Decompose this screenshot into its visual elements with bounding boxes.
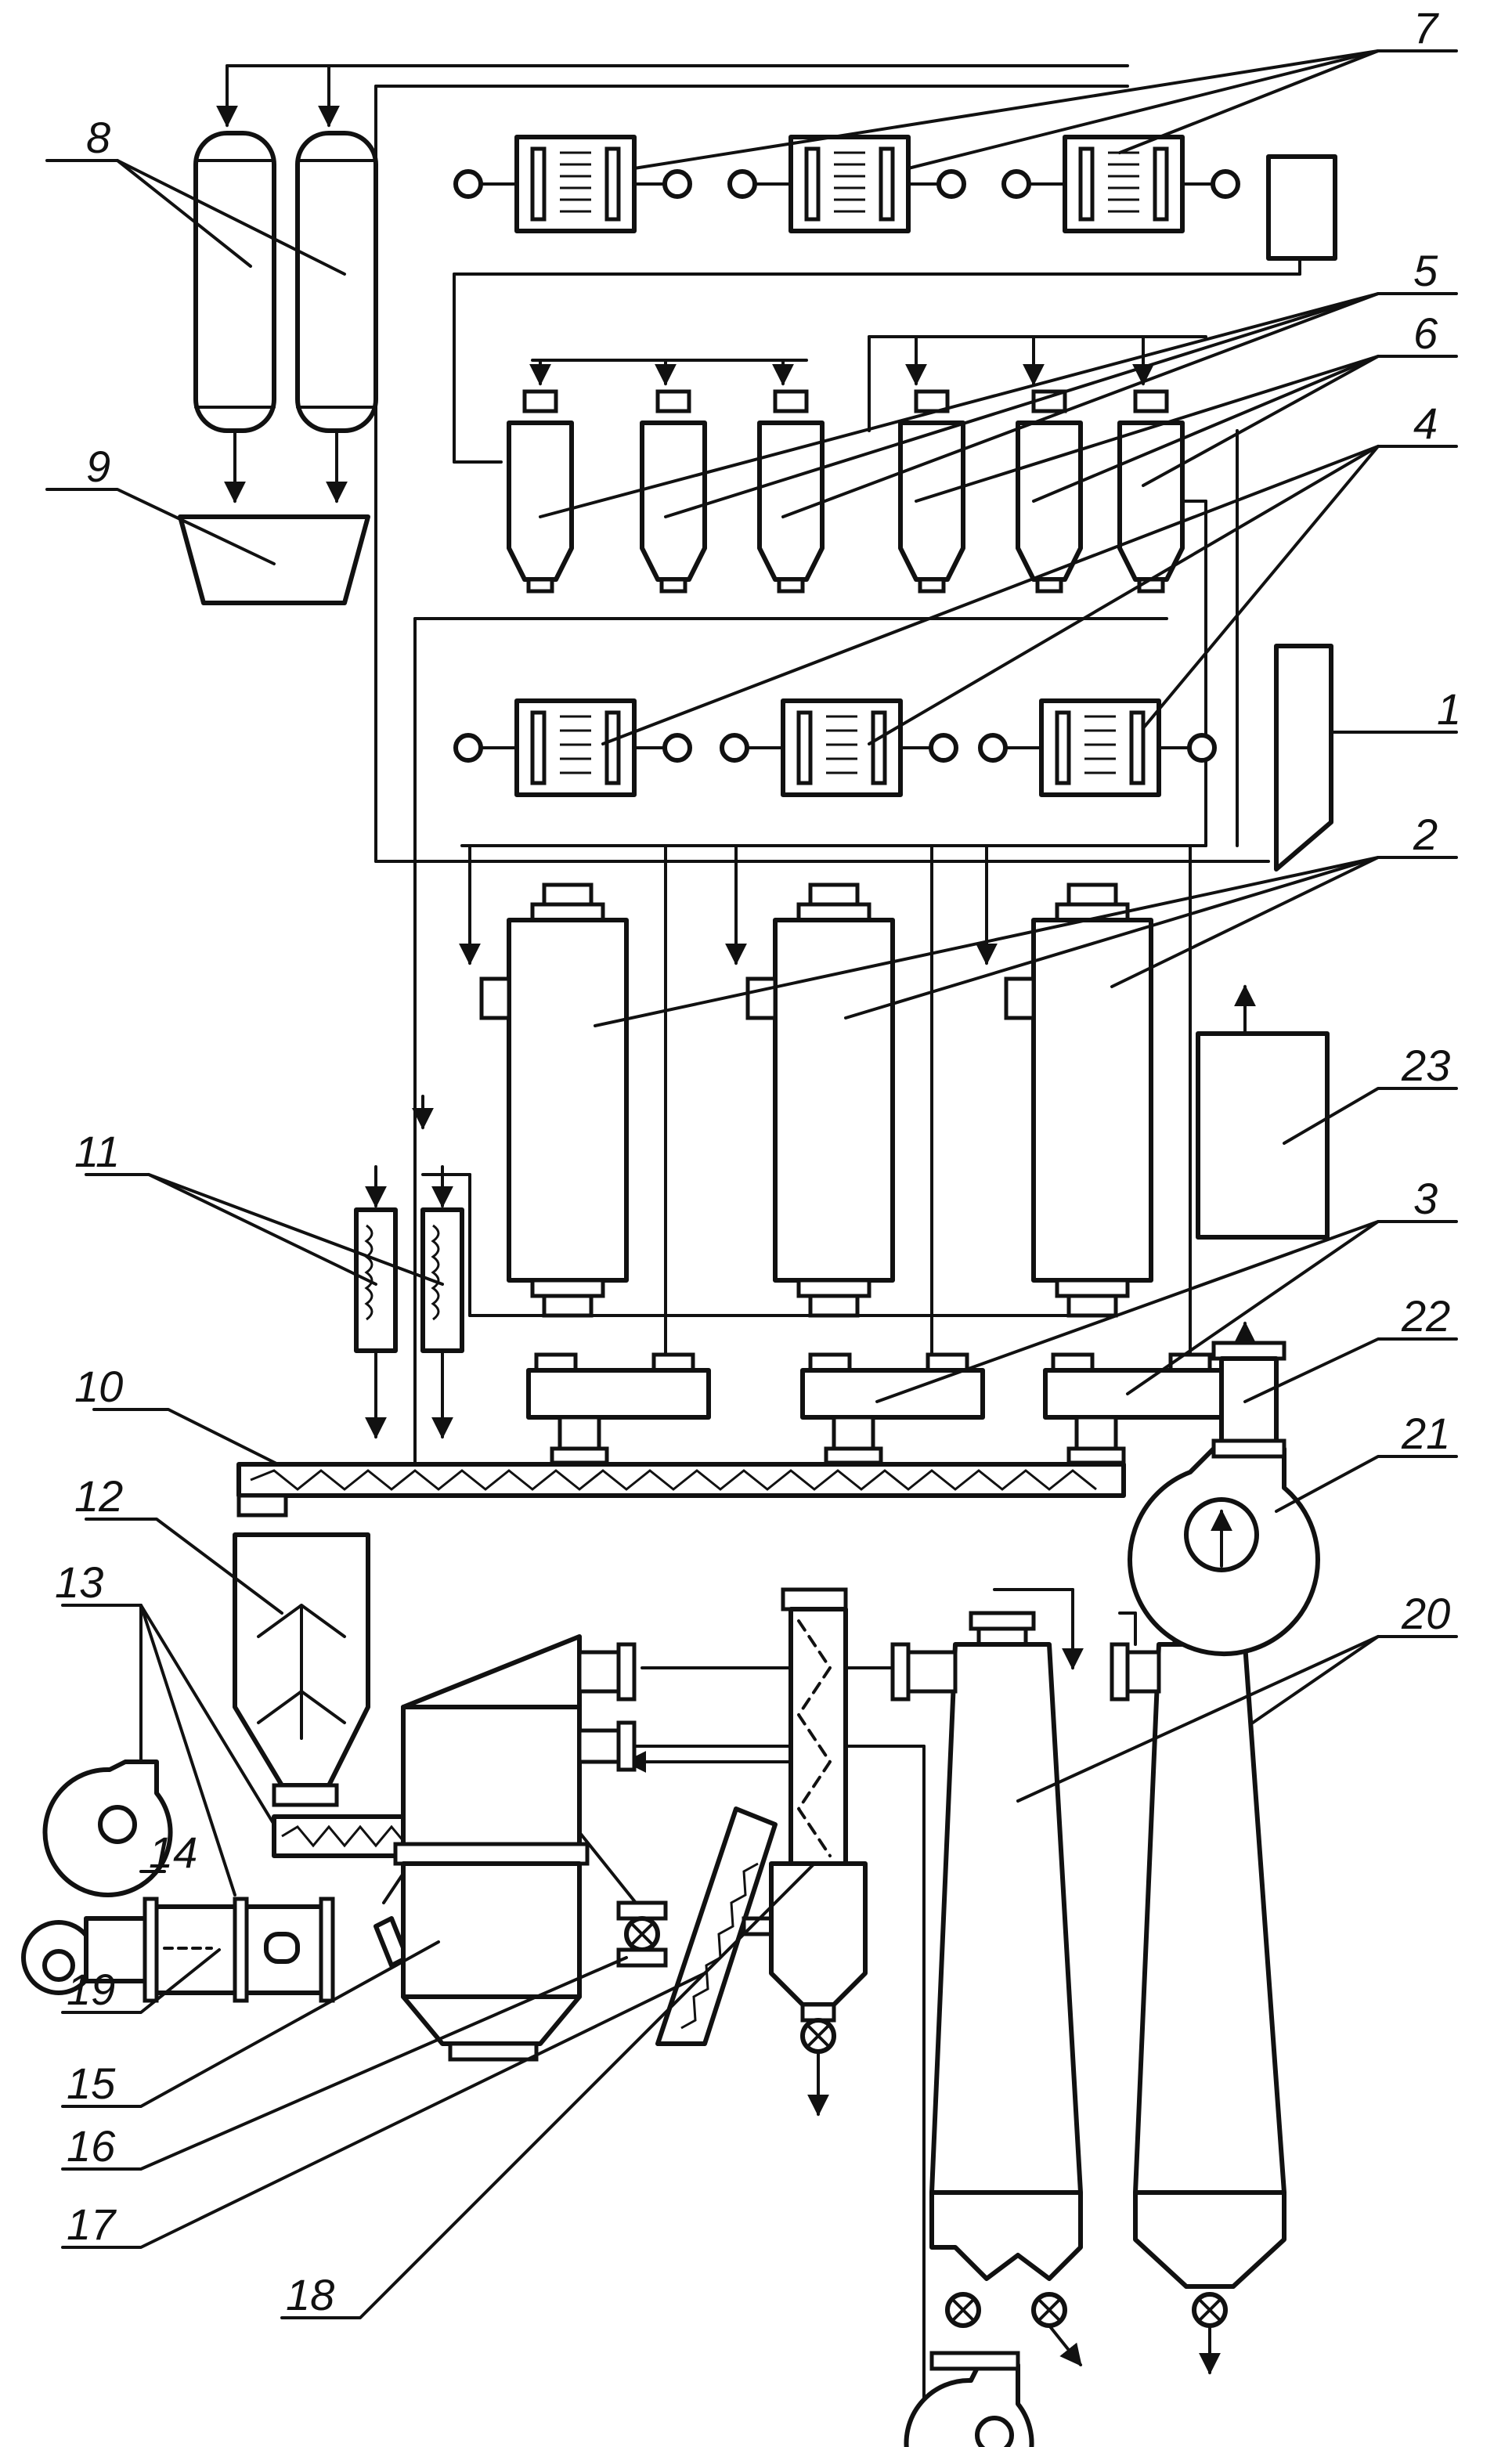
label-18: 18 — [286, 2270, 334, 2319]
screw-conveyor-10 — [239, 1464, 1124, 1515]
unit-23-box — [1198, 1034, 1327, 1237]
label-22: 22 — [1401, 1291, 1450, 1341]
dryer-15 — [395, 1637, 642, 2059]
label-10: 10 — [74, 1362, 123, 1411]
label-5: 5 — [1413, 246, 1438, 295]
label-1: 1 — [1437, 684, 1461, 734]
label-2: 2 — [1413, 810, 1438, 859]
label-21: 21 — [1401, 1409, 1450, 1458]
label-23: 23 — [1401, 1041, 1450, 1090]
receiver-tank-9 — [180, 517, 368, 603]
label-19: 19 — [67, 1965, 115, 2014]
label-4: 4 — [1413, 399, 1438, 448]
electrolyzer-row-4 — [456, 701, 1214, 795]
valve-16 — [619, 1903, 666, 1965]
label-15: 15 — [67, 2059, 116, 2108]
cyclones-20 — [893, 1613, 1284, 2373]
label-11: 11 — [74, 1127, 120, 1176]
reactor-row-2 — [482, 885, 1151, 1316]
label-12: 12 — [74, 1471, 123, 1521]
label-20: 20 — [1401, 1589, 1450, 1638]
electrolyzer-row-7 — [456, 137, 1335, 258]
unit-1-tank — [1276, 646, 1331, 869]
label-14: 14 — [149, 1828, 197, 1877]
storage-columns-8 — [196, 133, 376, 501]
label-7: 7 — [1413, 3, 1439, 52]
heaters-11 — [356, 1167, 462, 1437]
label-6: 6 — [1413, 309, 1438, 358]
hopper-12 — [235, 1535, 368, 1805]
label-3: 3 — [1413, 1174, 1438, 1223]
fan-21 — [1130, 1449, 1318, 1654]
label-13: 13 — [55, 1557, 103, 1607]
press-row-3 — [529, 1355, 1225, 1463]
power-supply-box — [1268, 157, 1335, 258]
label-17: 17 — [67, 2200, 117, 2249]
label-16: 16 — [67, 2121, 116, 2171]
label-9: 9 — [86, 442, 110, 491]
label-8: 8 — [86, 113, 110, 162]
